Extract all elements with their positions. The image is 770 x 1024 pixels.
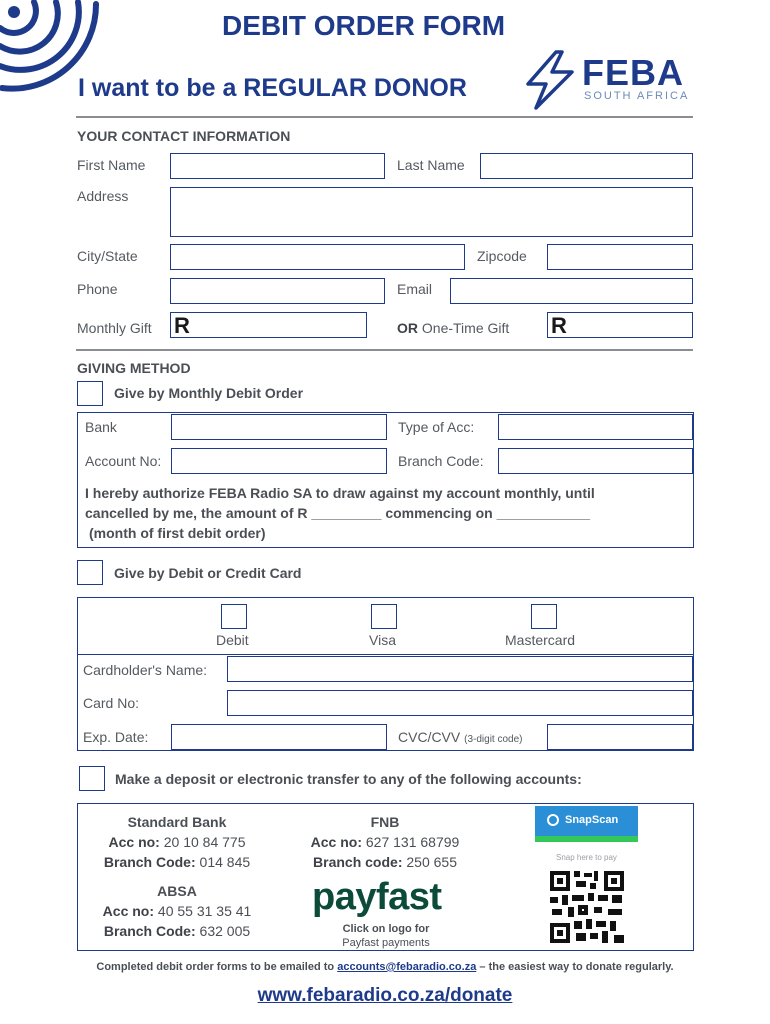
cvc-text: CVC/CVV xyxy=(398,729,461,745)
accounts-panel xyxy=(77,803,694,951)
address-label: Address xyxy=(77,188,129,204)
lightning-icon xyxy=(526,50,574,110)
radio-waves-icon xyxy=(0,0,100,92)
last-name-field[interactable] xyxy=(480,153,693,179)
divider xyxy=(76,349,693,351)
one-time-gift-label: OR One-Time Gift xyxy=(397,320,509,336)
section-title-contact: YOUR CONTACT INFORMATION xyxy=(77,128,291,144)
one-time-gift-text: One-Time Gift xyxy=(421,320,510,336)
mastercard-checkbox[interactable] xyxy=(531,604,557,629)
account-number: Acc no: 40 55 31 35 41 xyxy=(102,903,252,919)
currency-symbol: R xyxy=(551,313,567,338)
exp-date-field[interactable] xyxy=(171,724,387,750)
mastercard-label: Mastercard xyxy=(505,632,576,648)
zipcode-field[interactable] xyxy=(547,244,693,270)
email-field[interactable] xyxy=(450,278,693,304)
branch-code: Branch Code: 014 845 xyxy=(103,854,251,870)
snapscan-logo-text: SnapScan xyxy=(565,814,619,826)
one-time-gift-field[interactable] xyxy=(547,312,693,338)
payfast-logo[interactable]: payfast xyxy=(312,876,442,918)
footer-email-link[interactable]: accounts@febaradio.co.za xyxy=(337,961,477,973)
footer-note-suffix: – the easiest way to donate regularly. xyxy=(479,961,674,973)
last-name-label: Last Name xyxy=(397,157,465,173)
card-no-label: Card No: xyxy=(83,695,140,711)
branch-code: Branch Code: 632 005 xyxy=(103,923,251,939)
cardholder-field[interactable] xyxy=(227,656,693,682)
type-of-acc-label: Type of Acc: xyxy=(398,419,475,435)
authorization-line-1: I hereby authorize FEBA Radio SA to draw… xyxy=(85,485,595,501)
zipcode-label: Zipcode xyxy=(477,248,527,264)
branch-code-field[interactable] xyxy=(498,448,693,474)
first-name-label: First Name xyxy=(77,157,146,173)
type-of-acc-field[interactable] xyxy=(498,414,693,440)
qr-code-icon[interactable] xyxy=(548,869,626,945)
feba-logo: FEBA SOUTH AFRICA xyxy=(522,50,692,112)
card-panel xyxy=(77,597,694,751)
debit-checkbox[interactable] xyxy=(221,604,247,629)
deposit-checkbox[interactable] xyxy=(79,766,105,791)
snapscan-note: Snap here to pay xyxy=(556,853,617,862)
payfast-caption: Click on logo for Payfast payments xyxy=(342,923,430,949)
branch-code-label: Branch Code: xyxy=(398,453,484,469)
monthly-gift-field[interactable] xyxy=(170,312,367,338)
section-title-giving: GIVING METHOD xyxy=(77,360,191,376)
page-title: DEBIT ORDER FORM xyxy=(222,10,506,41)
visa-checkbox[interactable] xyxy=(371,604,397,629)
cvc-field[interactable] xyxy=(547,724,693,750)
snapscan-icon xyxy=(547,814,559,826)
bank-label: Bank xyxy=(85,419,117,435)
bank-name: ABSA xyxy=(157,883,197,899)
cardholder-label: Cardholder's Name: xyxy=(83,662,208,678)
divider xyxy=(76,116,693,118)
bank-name: FNB xyxy=(370,814,400,830)
page-subtitle: I want to be a REGULAR DONOR xyxy=(78,74,467,102)
bank-field[interactable] xyxy=(171,414,387,440)
logo-subtext: SOUTH AFRICA xyxy=(584,90,690,102)
absa-block: ABSA Acc no: 40 55 31 35 41 Branch Code:… xyxy=(84,881,270,941)
snapscan-badge[interactable]: SnapScan xyxy=(535,806,638,842)
monthly-debit-label: Give by Monthly Debit Order xyxy=(114,385,304,401)
account-number: Acc no: 20 10 84 775 xyxy=(108,834,246,850)
card-checkbox[interactable] xyxy=(77,560,103,585)
logo-text: FEBA xyxy=(582,52,684,93)
city-state-field[interactable] xyxy=(170,244,465,270)
monthly-debit-checkbox[interactable] xyxy=(77,381,103,406)
or-label: OR xyxy=(397,320,418,336)
deposit-option-label: Make a deposit or electronic transfer to… xyxy=(115,771,582,787)
account-no-label: Account No: xyxy=(85,453,162,469)
email-label: Email xyxy=(397,281,433,297)
phone-label: Phone xyxy=(77,281,118,297)
authorization-line-2: cancelled by me, the amount of R _______… xyxy=(85,505,591,521)
account-number: Acc no: 627 131 68799 xyxy=(310,834,460,850)
first-name-field[interactable] xyxy=(170,153,385,179)
currency-symbol: R xyxy=(174,313,190,338)
visa-label: Visa xyxy=(369,632,396,648)
phone-field[interactable] xyxy=(170,278,385,304)
standard-bank-block: Standard Bank Acc no: 20 10 84 775 Branc… xyxy=(86,812,268,872)
card-option-label: Give by Debit or Credit Card xyxy=(114,565,302,581)
branch-code: Branch code: 250 655 xyxy=(313,854,457,870)
card-no-field[interactable] xyxy=(227,690,693,716)
cvc-label: CVC/CVV (3-digit code) xyxy=(398,729,522,745)
footer-note: Completed debit order forms to be emaile… xyxy=(0,961,770,973)
footer-note-prefix: Completed debit order forms to be emaile… xyxy=(96,961,335,973)
address-field[interactable] xyxy=(170,187,693,237)
bank-name: Standard Bank xyxy=(127,814,227,830)
debit-label: Debit xyxy=(216,632,249,648)
exp-date-label: Exp. Date: xyxy=(83,729,149,745)
debit-order-panel xyxy=(77,412,694,548)
authorization-line-3: (month of first debit order) xyxy=(89,525,266,541)
account-no-field[interactable] xyxy=(171,448,387,474)
cvc-note: (3-digit code) xyxy=(464,734,523,745)
monthly-gift-label: Monthly Gift xyxy=(77,320,152,336)
fnb-block: FNB Acc no: 627 131 68799 Branch code: 2… xyxy=(290,812,480,872)
city-state-label: City/State xyxy=(77,248,138,264)
divider xyxy=(78,654,693,655)
donate-url-link[interactable]: www.febaradio.co.za/donate xyxy=(257,985,513,1006)
